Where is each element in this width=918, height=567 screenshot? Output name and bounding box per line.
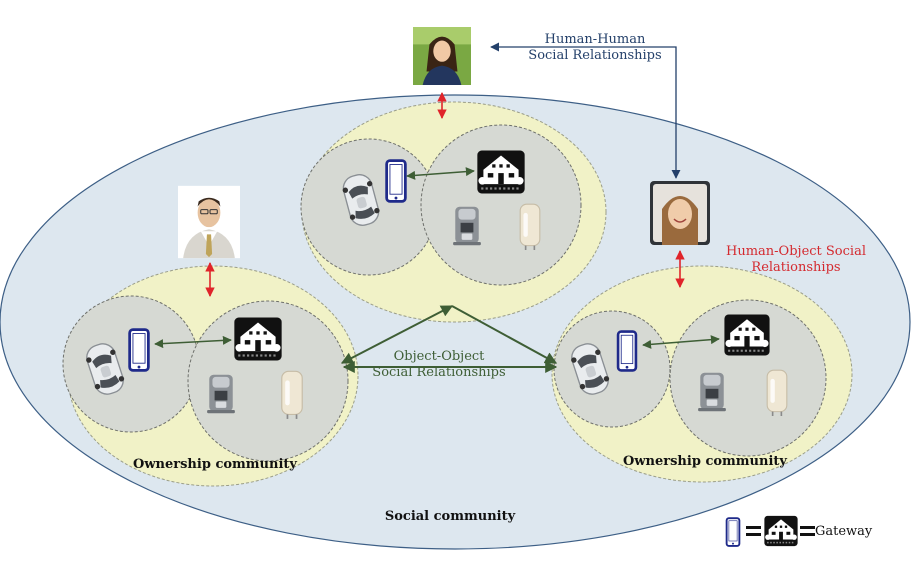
ownership-community-right-label: Ownership community	[623, 454, 787, 469]
coffee-machine-icon	[207, 374, 235, 414]
smartphone-icon	[385, 159, 407, 203]
water-heater-icon	[519, 203, 541, 250]
legend-equals-1	[746, 526, 761, 529]
object-object-label: Object-Object Social Relationships	[372, 349, 506, 380]
water-heater-icon	[280, 370, 304, 419]
social-community-label: Social community	[384, 509, 516, 524]
object-object-arrow-top-right	[451, 305, 558, 364]
object-object-arrow-right	[642, 335, 720, 349]
smartphone-icon	[616, 330, 638, 372]
smartphone-icon	[128, 328, 150, 372]
ownership-community-top	[300, 101, 607, 323]
human-human-arrow	[490, 42, 681, 179]
person-woman-icon	[413, 27, 471, 85]
coffee-machine-icon	[453, 206, 481, 246]
object-object-arrow-left-top	[340, 305, 454, 364]
person-smiling-woman-icon	[649, 181, 711, 245]
gateway-legend-label: Gateway	[815, 524, 873, 539]
water-heater-icon	[766, 369, 788, 416]
person-man-icon	[178, 185, 240, 259]
legend-equals-2	[800, 526, 815, 529]
ownership-community-left-label: Ownership community	[133, 457, 297, 472]
coffee-machine-icon	[698, 372, 726, 412]
smart-house-icon	[234, 317, 282, 361]
smart-house-icon	[477, 150, 525, 194]
legend-smartphone-icon	[725, 517, 741, 547]
legend-smart-house-icon	[764, 515, 798, 547]
smart-house-icon	[724, 314, 770, 356]
human-object-label: Human-Object Social Relationships	[726, 244, 866, 275]
human-human-label: Human-Human Social Relationships	[528, 32, 662, 63]
object-object-arrow-left	[154, 335, 232, 349]
object-object-arrow-top	[406, 167, 475, 180]
